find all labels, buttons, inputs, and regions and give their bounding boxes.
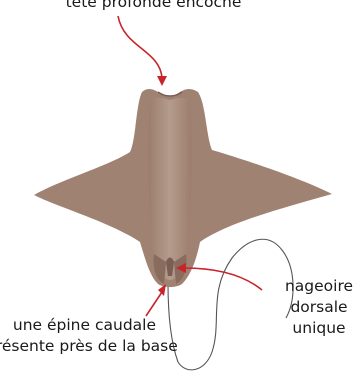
tail-spine-annotation-line: [146, 292, 162, 316]
dorsal-fin-annotation-line: [184, 268, 262, 290]
dorsal-fin-label-line-2: dorsale: [264, 297, 363, 318]
notch-label-line-1: tête profonde encoche: [0, 0, 335, 13]
tail-spine-label-line-1: une épine caudale: [0, 315, 156, 336]
dorsal-fin-label-line-3: unique: [264, 318, 363, 339]
notch-label: tête profonde encoche: [0, 0, 335, 13]
back-ridge: [148, 98, 191, 280]
tail-spine-label-line-2: présente près de la base: [0, 336, 156, 357]
tail-spine-label: une épine caudale présente près de la ba…: [0, 315, 156, 357]
dorsal-fin-label-line-1: nageoire: [264, 276, 363, 297]
notch-annotation-arrowhead: [157, 76, 167, 86]
dorsal-fin-label: nageoire dorsale unique: [264, 276, 363, 339]
notch-annotation-line: [118, 16, 162, 78]
